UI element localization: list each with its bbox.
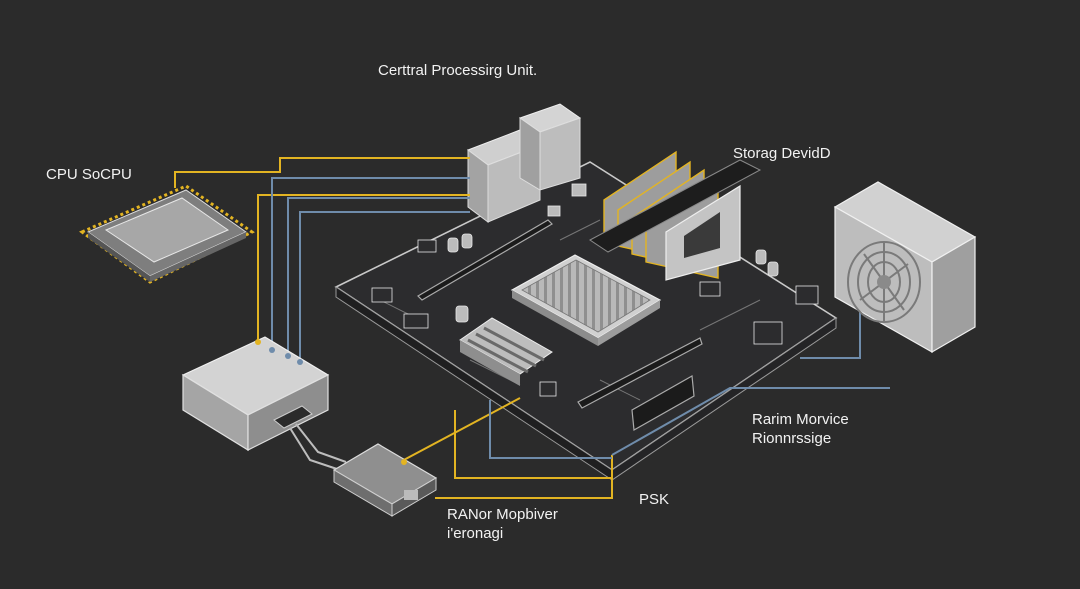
hub-box (181, 336, 330, 452)
bottom-label-line2: i'eronagi (447, 525, 504, 542)
bottom-module (332, 443, 438, 517)
storage-label: Storag DevidD (733, 145, 831, 162)
wires (174, 157, 890, 499)
psk-label: PSK (639, 491, 670, 508)
psu-fan (833, 181, 977, 354)
bottom-label-line1: RANor Mopbiver (447, 506, 558, 523)
ram-label-line2: Rionnrssige (752, 430, 832, 447)
expansion-slots (417, 219, 703, 431)
hub-cable (289, 423, 347, 471)
central-processing-unit-label: Certtral Processirg Unit. (378, 62, 538, 79)
cpu-heatsink (510, 254, 662, 346)
io-tower (466, 103, 582, 223)
cpu-label: CPU SoCPU (46, 166, 132, 183)
vrm-heatsink (459, 317, 553, 386)
ram-label-line1: Rarim Morvice (752, 411, 849, 428)
cpu-chip (79, 184, 255, 284)
board-components (371, 183, 819, 397)
ram-modules (589, 150, 762, 281)
